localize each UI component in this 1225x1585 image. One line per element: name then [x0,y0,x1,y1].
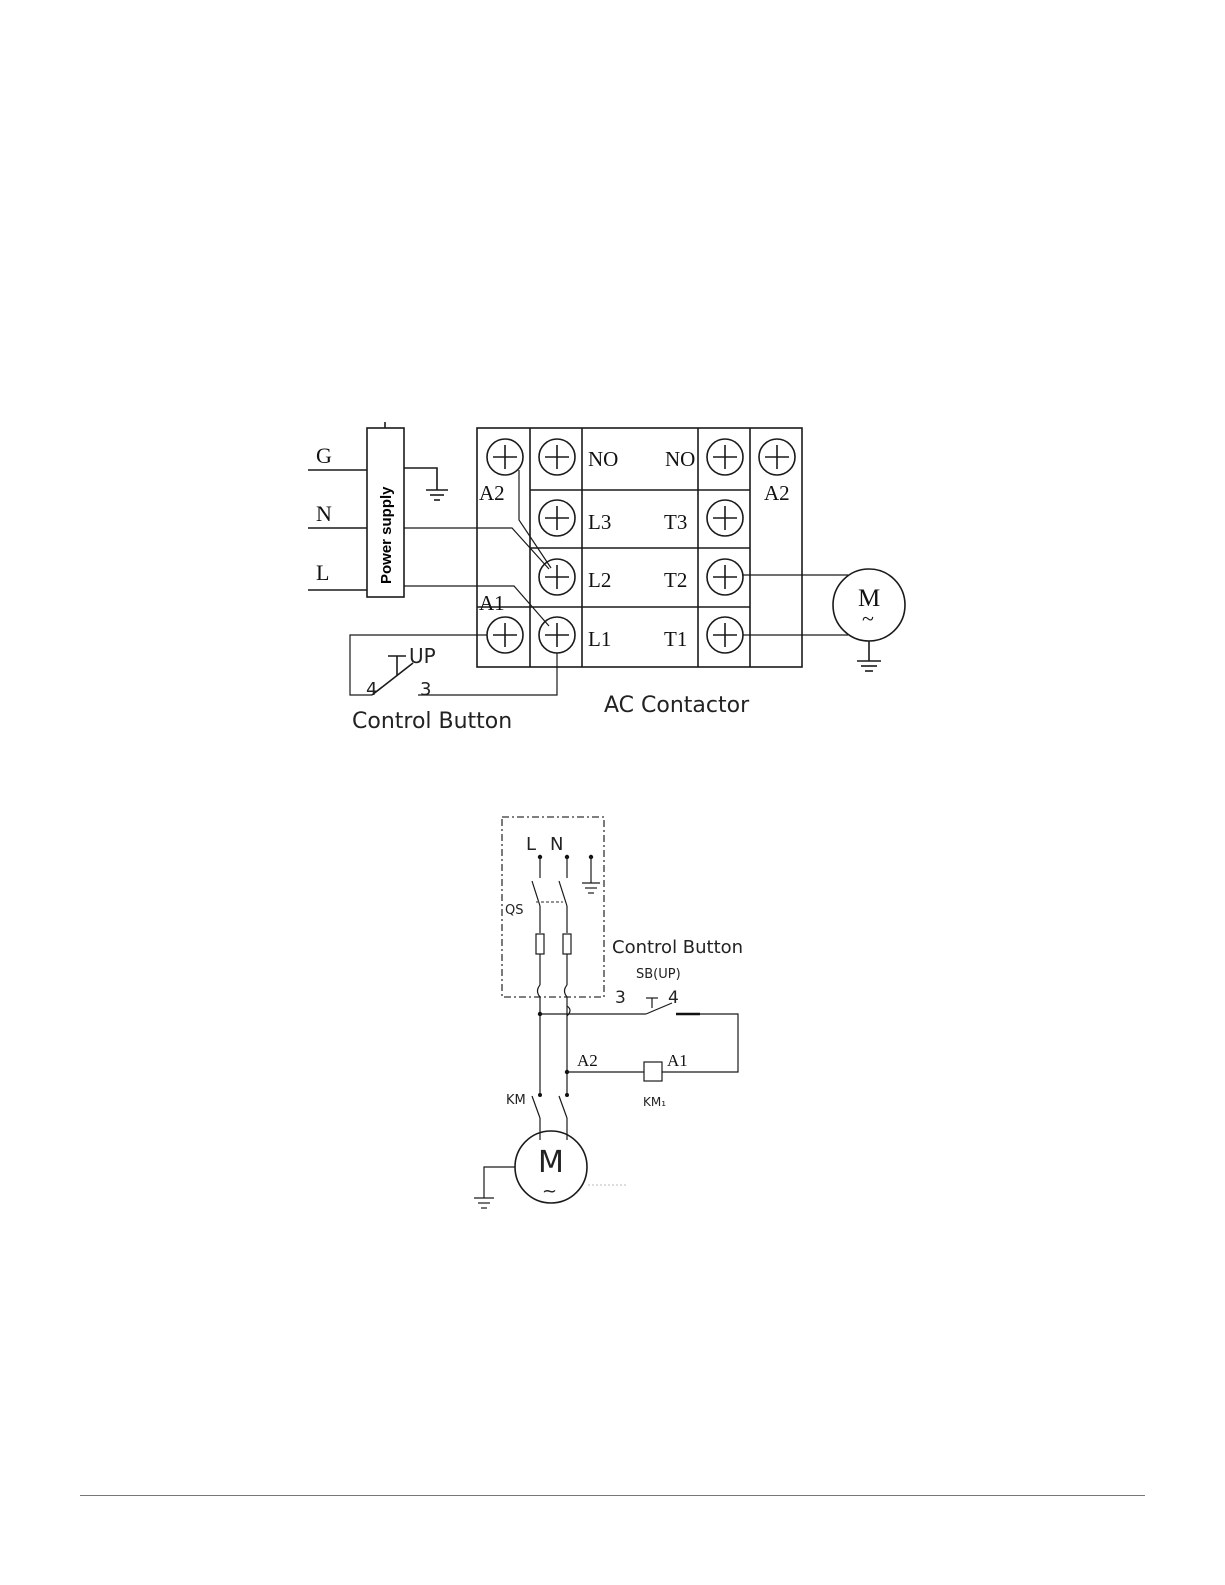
input-label-g: G [316,443,332,468]
terminal-wiring-diagram: G N L Power supply [308,422,905,734]
label-no-left: NO [588,447,618,471]
breaker-qs-icon [532,881,567,906]
sb-pin-3: 3 [615,988,626,1008]
input-label-l: L [316,560,329,585]
motor-icon: M ~ [833,569,905,641]
push-button-icon [372,656,413,695]
km-contact-label: KM [506,1093,526,1108]
label-t1: T1 [664,627,687,651]
terminal-t3-icon [707,500,743,536]
coil-a1-label: A1 [667,1051,688,1070]
schematic-motor-letter: M [538,1145,564,1180]
label-t3: T3 [664,510,687,534]
motor-ac-symbol: ~ [862,606,874,631]
label-l2: L2 [588,568,611,592]
terminal-l3-icon [539,500,575,536]
supply-label-n: N [550,834,563,855]
footer-divider [80,1495,1145,1496]
sb-pin-4: 4 [668,988,679,1008]
fuse-icon [536,934,571,954]
coil-km-label: KM₁ [643,1095,666,1109]
label-a2-right: A2 [764,481,790,505]
label-a1: A1 [479,591,505,615]
terminal-t2-icon [707,559,743,595]
sb-up-label: SB(UP) [636,967,681,982]
caption-ac-contactor: AC Contactor [604,693,750,718]
button-pin-4: 4 [366,679,377,700]
schematic-diagram: L N QS [474,817,743,1208]
label-l3: L3 [588,510,611,534]
coil-a2-label: A2 [577,1051,598,1070]
terminal-no-left-icon [539,439,575,475]
motor-ground-icon [857,641,881,671]
terminal-a2-left-icon [487,439,523,475]
ac-contactor [477,428,802,667]
terminal-l1-icon [539,617,575,653]
terminal-a1-icon [487,617,523,653]
button-pin-3: 3 [420,679,431,700]
power-supply-label: Power supply [378,486,395,584]
schematic-motor-ground-icon [474,1167,515,1208]
label-t2: T2 [664,568,687,592]
terminal-t1-icon [707,617,743,653]
qs-label: QS [505,903,523,918]
terminal-a2-right-icon [759,439,795,475]
contactor-km-contacts-icon [532,1096,567,1118]
caption-control-button: Control Button [352,709,512,734]
ground-icon [404,468,448,500]
wire-l1-to-button [418,653,557,695]
schematic-motor-icon: M ~ [515,1131,587,1203]
schematic-motor-ac-symbol: ~ [542,1181,557,1202]
schematic-control-button-caption: Control Button [612,937,743,958]
label-a2-left: A2 [479,481,505,505]
coil-km-icon [644,1062,662,1081]
input-label-n: N [316,501,332,526]
button-up-label: UP [409,644,436,668]
supply-label-l: L [526,834,536,855]
enclosure-ground-icon [582,857,600,893]
terminal-no-right-icon [707,439,743,475]
label-no-right: NO [665,447,695,471]
label-l1: L1 [588,627,611,651]
